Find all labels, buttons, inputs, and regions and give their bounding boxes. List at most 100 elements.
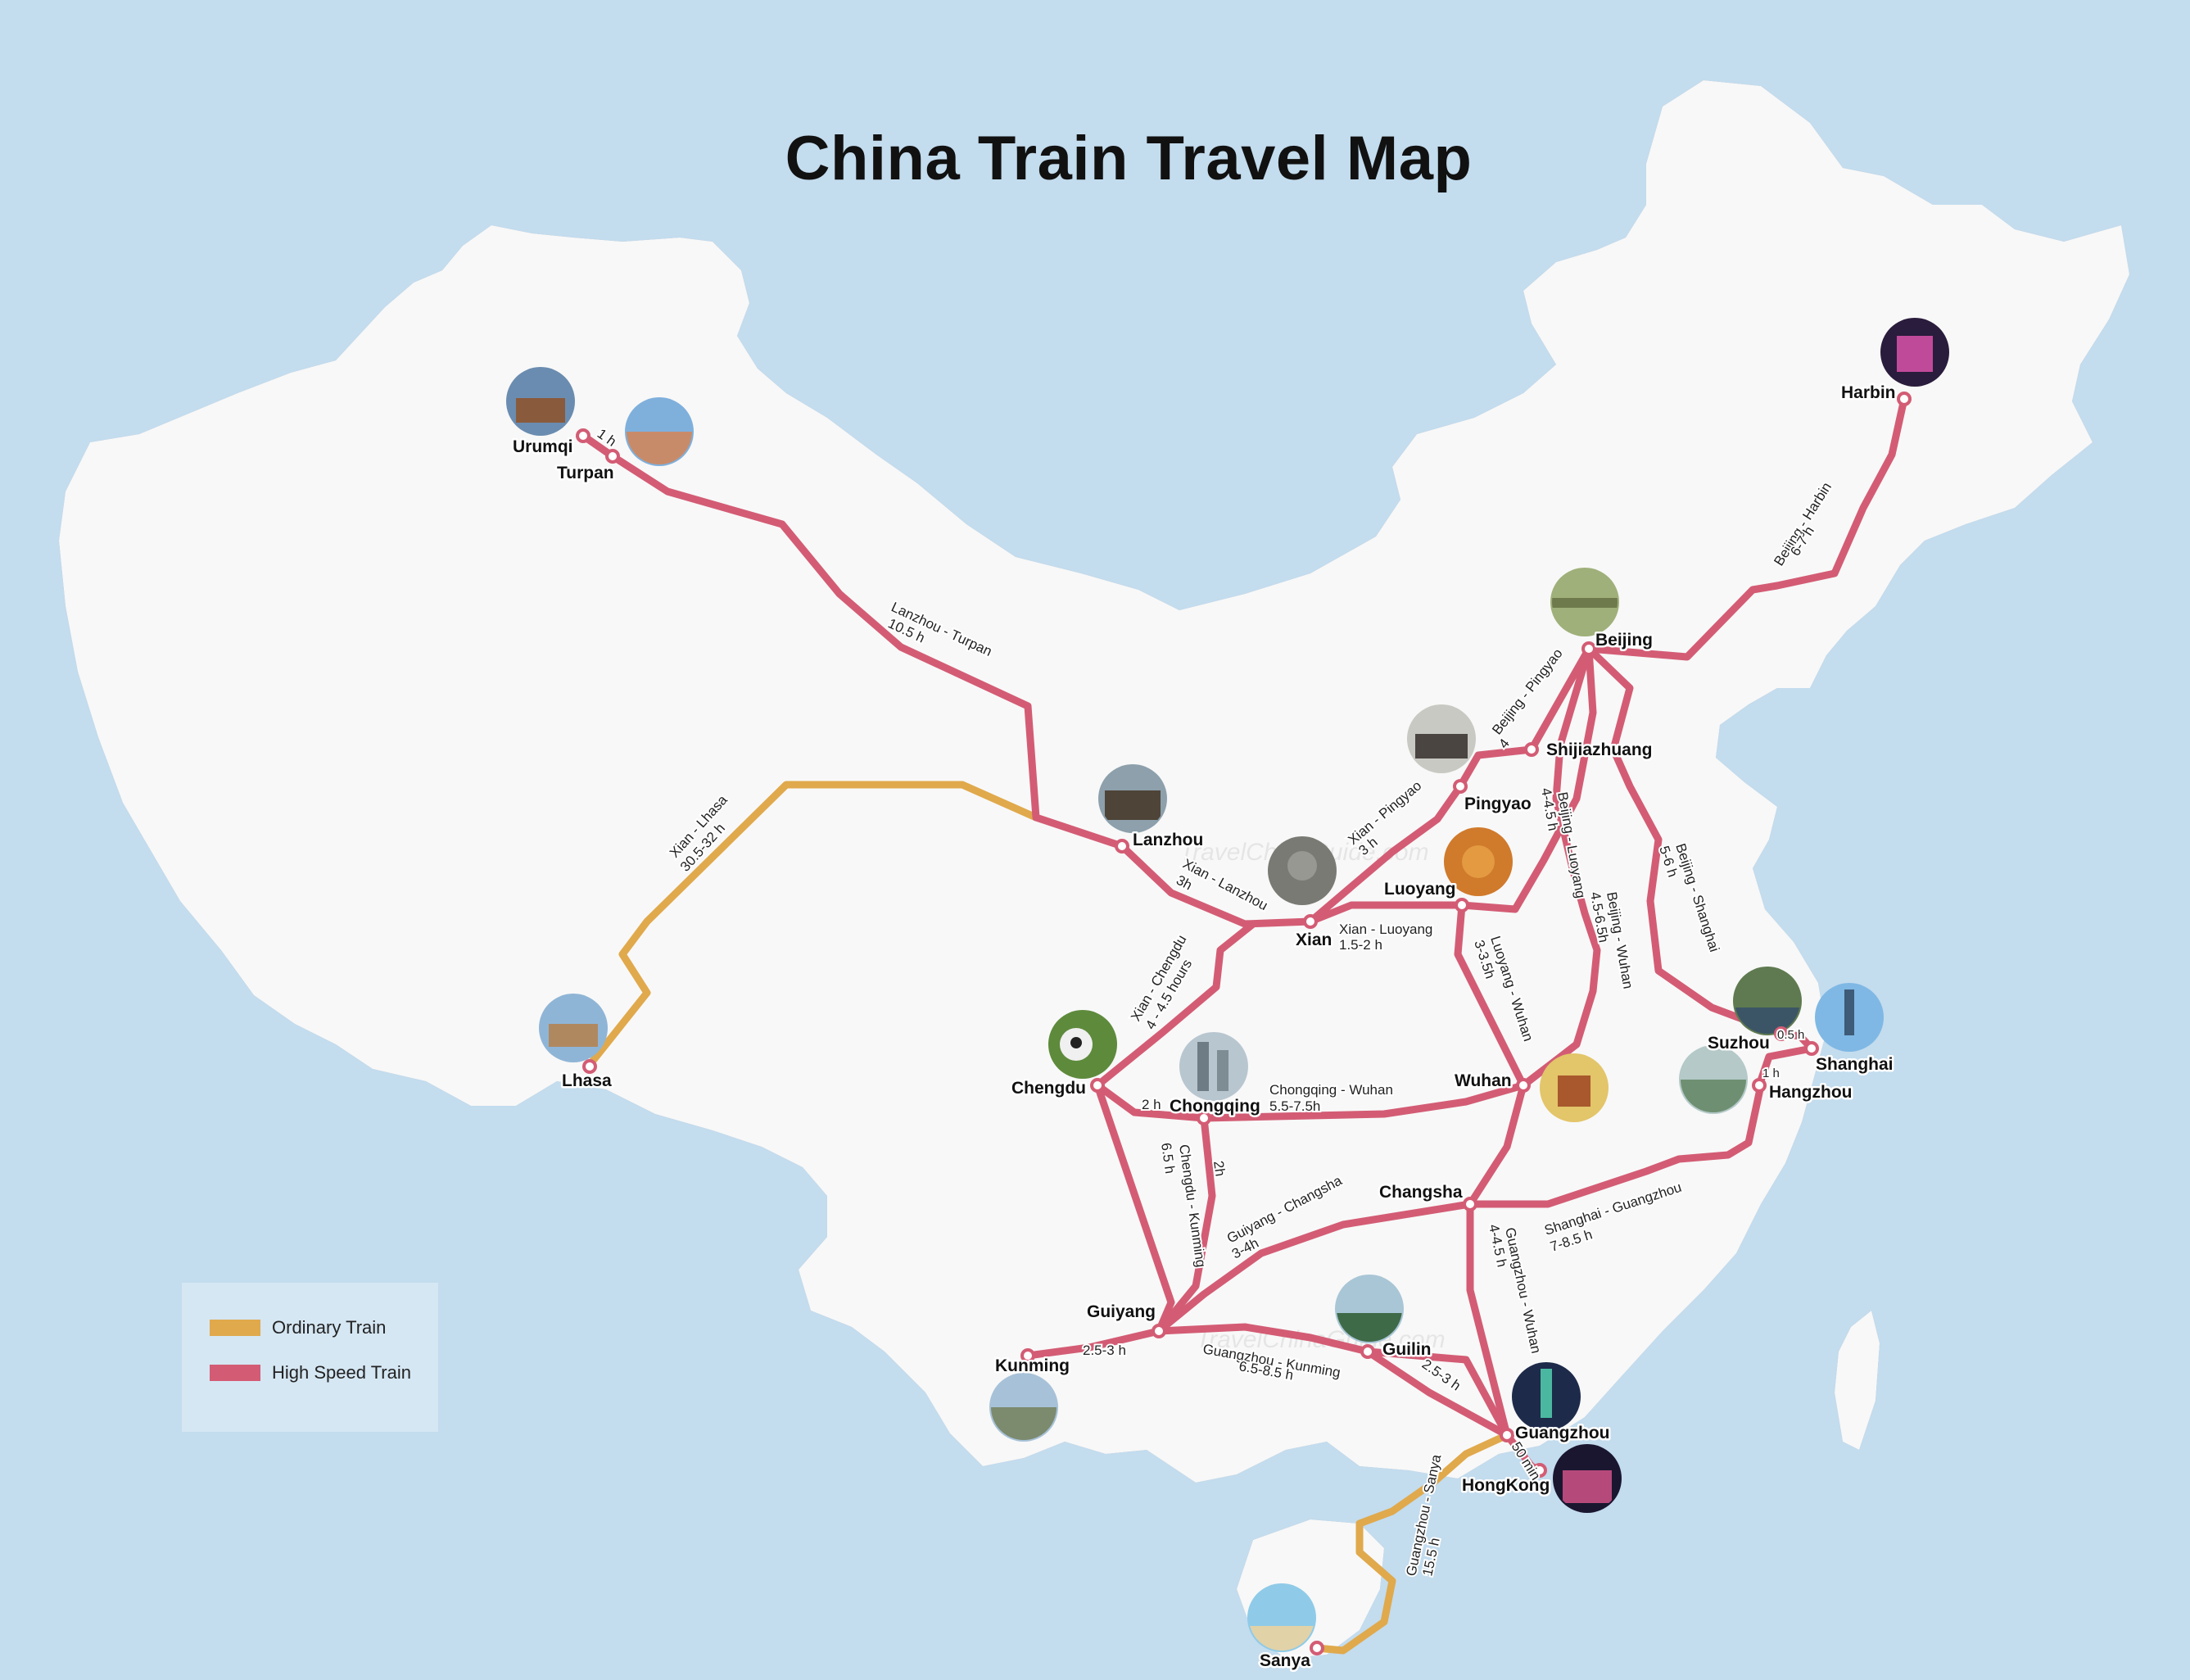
taiwan-island: [1835, 1311, 1880, 1450]
route-beijing-wuhan[interactable]: [1519, 645, 1601, 1089]
station-lhasa[interactable]: [582, 1059, 597, 1074]
routes: [579, 395, 1908, 1655]
route-pingyao-shijiazhuang[interactable]: [1456, 745, 1536, 790]
high-speed-train-swatch: [210, 1365, 260, 1381]
station-chengdu[interactable]: [1090, 1078, 1105, 1093]
city-label-shijiazhuang[interactable]: Shijiazhuang: [1545, 739, 1655, 762]
station-beijing[interactable]: [1581, 641, 1596, 656]
city-label-guiyang[interactable]: Guiyang: [1085, 1301, 1158, 1324]
turpan-photo: [625, 397, 694, 466]
route-chengdu-kunming[interactable]: [1093, 1081, 1175, 1335]
station-lanzhou[interactable]: [1115, 839, 1129, 854]
route-kunming-guiyang[interactable]: [1024, 1327, 1163, 1360]
station-kunming[interactable]: [1020, 1348, 1035, 1363]
route-label-xian-luoyang-name: Xian - Luoyang: [1339, 922, 1432, 937]
station-suzhou[interactable]: [1774, 1026, 1789, 1041]
city-label-wuhan[interactable]: Wuhan: [1453, 1070, 1514, 1093]
route-label-shanghai-hangzhou: 1 h: [1762, 1066, 1780, 1080]
route-shijiazhuang-beijing[interactable]: [1527, 645, 1593, 754]
map-title: China Train Travel Map: [785, 124, 1473, 193]
suzhou-photo: [1733, 967, 1802, 1035]
city-label-guilin[interactable]: Guilin: [1381, 1338, 1434, 1361]
route-label-chongqing-wuhan-name: Chongqing - Wuhan: [1269, 1082, 1393, 1098]
city-label-lhasa[interactable]: Lhasa: [560, 1070, 614, 1093]
city-label-urumqi[interactable]: Urumqi: [511, 436, 576, 459]
legend-label-ordinary: Ordinary Train: [272, 1317, 387, 1338]
station-shanghai[interactable]: [1804, 1041, 1819, 1056]
route-turpan-xian[interactable]: [609, 452, 1314, 928]
station-sanya[interactable]: [1310, 1641, 1324, 1655]
station-hongkong[interactable]: [1532, 1463, 1547, 1478]
station-changsha[interactable]: [1463, 1197, 1477, 1211]
route-beijing-harbin[interactable]: [1585, 395, 1908, 661]
station-shijiazhuang[interactable]: [1524, 742, 1539, 757]
stations: [576, 392, 1912, 1655]
route-luoyang-wuhan[interactable]: [1454, 901, 1527, 1089]
station-xian[interactable]: [1303, 914, 1318, 929]
route-changsha-shanghai[interactable]: [1466, 1081, 1765, 1208]
city-label-hangzhou[interactable]: Hangzhou: [1767, 1081, 1854, 1104]
city-label-guangzhou[interactable]: Guangzhou: [1514, 1422, 1612, 1445]
route-label-chengdu-chongqing: 2 h: [1142, 1097, 1161, 1112]
legend-label-high-speed: High Speed Train: [272, 1362, 411, 1383]
route-guangzhou-sanya[interactable]: [1313, 1431, 1511, 1655]
route-changsha-guangzhou[interactable]: [1466, 1200, 1511, 1439]
wuhan-photo: [1540, 1053, 1609, 1122]
station-urumqi[interactable]: [576, 428, 590, 443]
station-hangzhou[interactable]: [1752, 1078, 1767, 1093]
route-xian-pingyao[interactable]: [1306, 782, 1464, 926]
city-label-pingyao[interactable]: Pingyao: [1463, 793, 1534, 816]
ordinary-train-swatch: [210, 1320, 260, 1336]
city-label-harbin[interactable]: Harbin: [1839, 382, 1898, 405]
lanzhou-photo: [1098, 764, 1167, 833]
hangzhou-photo: [1679, 1045, 1748, 1114]
route-guiyang-guangzhou[interactable]: [1155, 1323, 1511, 1439]
route-label-suzhou-shanghai: 0.5 h: [1777, 1028, 1804, 1042]
city-label-beijing[interactable]: Beijing: [1594, 629, 1655, 652]
route-shanghai-hangzhou[interactable]: [1755, 1044, 1816, 1089]
chongqing-photo: [1179, 1032, 1248, 1101]
route-wuhan-changsha[interactable]: [1466, 1081, 1527, 1208]
station-guilin[interactable]: [1360, 1344, 1375, 1359]
route-guilin-guangzhou[interactable]: [1364, 1347, 1511, 1439]
legend-item-ordinary: Ordinary Train: [210, 1315, 386, 1340]
station-wuhan[interactable]: [1516, 1078, 1531, 1093]
route-beijing-shanghai[interactable]: [1585, 645, 1785, 1038]
station-harbin[interactable]: [1897, 392, 1912, 406]
city-label-lanzhou[interactable]: Lanzhou: [1131, 829, 1206, 852]
route-guiyang-changsha[interactable]: [1155, 1200, 1474, 1335]
route-xian-luoyang[interactable]: [1306, 901, 1466, 926]
city-label-chongqing[interactable]: Chongqing: [1168, 1095, 1263, 1118]
station-guiyang[interactable]: [1152, 1324, 1166, 1338]
city-label-suzhou[interactable]: Suzhou: [1706, 1032, 1772, 1055]
city-label-changsha[interactable]: Changsha: [1378, 1181, 1465, 1204]
city-label-sanya[interactable]: Sanya: [1258, 1650, 1313, 1673]
station-turpan[interactable]: [605, 449, 620, 464]
route-xian-lhasa[interactable]: [586, 781, 1040, 1069]
city-photos: [506, 318, 1949, 1652]
china-mainland: [59, 80, 2129, 1483]
route-xian-chengdu[interactable]: [1093, 920, 1257, 1089]
station-pingyao[interactable]: [1453, 779, 1468, 794]
route-chongqing-wuhan[interactable]: [1200, 1081, 1527, 1122]
city-label-shanghai[interactable]: Shanghai: [1814, 1053, 1896, 1076]
kunming-photo: [989, 1373, 1058, 1442]
city-label-turpan[interactable]: Turpan: [555, 462, 617, 485]
hongkong-photo: [1553, 1444, 1622, 1513]
city-label-chengdu[interactable]: Chengdu: [1010, 1077, 1088, 1100]
route-chengdu-chongqing[interactable]: [1093, 1081, 1208, 1122]
route-chongqing-guiyang[interactable]: [1155, 1114, 1216, 1335]
city-label-luoyang[interactable]: Luoyang: [1382, 878, 1459, 901]
harbin-photo: [1880, 318, 1949, 387]
luoyang-photo: [1444, 827, 1513, 896]
shanghai-photo: [1815, 983, 1884, 1052]
station-chongqing[interactable]: [1197, 1111, 1211, 1125]
station-luoyang[interactable]: [1455, 898, 1469, 912]
station-guangzhou[interactable]: [1500, 1428, 1514, 1442]
city-label-kunming[interactable]: Kunming: [993, 1355, 1072, 1378]
xian-photo: [1268, 836, 1337, 905]
route-label-chongqing-guiyang: 2h: [1210, 1160, 1228, 1177]
city-label-hongkong[interactable]: HongKong: [1460, 1474, 1552, 1497]
city-label-xian[interactable]: Xian: [1294, 929, 1334, 952]
